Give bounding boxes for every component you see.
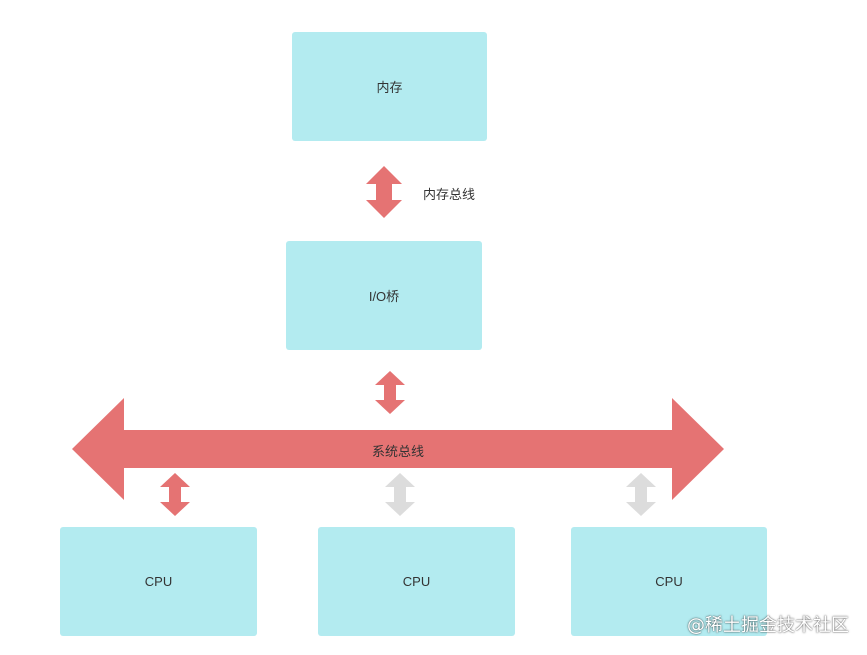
memory-box: 内存 (292, 32, 487, 141)
cpu-2-box: CPU (318, 527, 515, 636)
cpu-3-bus-arrow (626, 473, 656, 516)
io-bridge-label: I/O桥 (368, 289, 400, 304)
cpu-2-bus-arrow (385, 473, 415, 516)
system-bus-label: 系统总线 (372, 444, 425, 459)
cpu-1-box: CPU (60, 527, 257, 636)
cpu-1-bus-arrow (160, 473, 190, 516)
cpu-3-box: CPU (571, 527, 767, 636)
cpu-1-label: CPU (144, 574, 173, 589)
memory-bus-label: 内存总线 (423, 187, 476, 202)
memory-label: 内存 (376, 80, 403, 95)
watermark: @稀土掘金技术社区 (687, 615, 849, 636)
cpu-3-label: CPU (655, 574, 683, 589)
memory-bus-arrow (366, 166, 402, 218)
io-bridge-bus-arrow (375, 371, 405, 414)
cpu-2-label: CPU (402, 574, 431, 589)
io-bridge-box: I/O桥 (286, 241, 482, 350)
system-bus-arrow (72, 398, 724, 500)
